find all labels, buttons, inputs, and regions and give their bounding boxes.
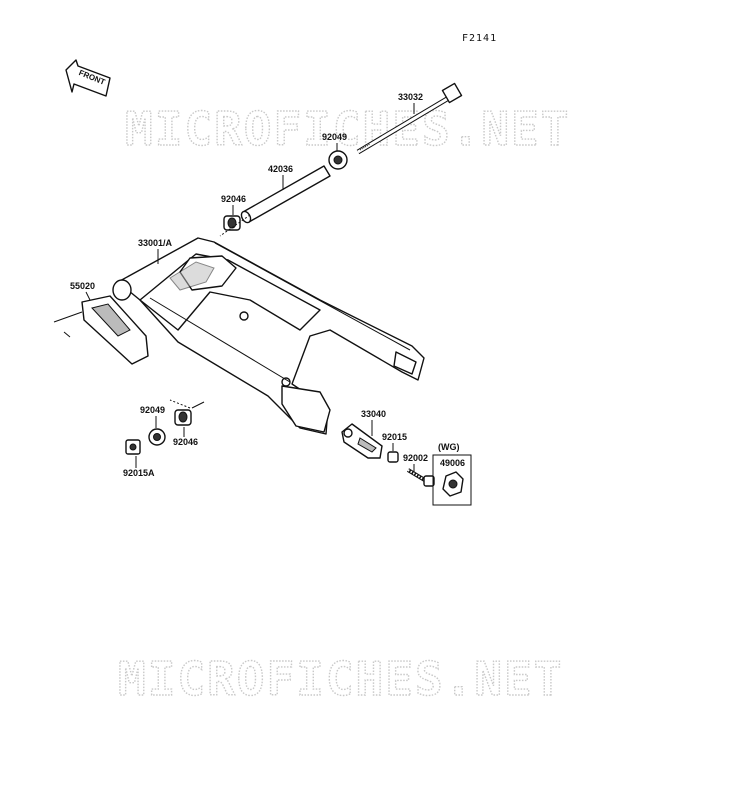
nut-92015A [125,439,141,455]
label-92046-bottom: 92046 [173,437,198,447]
label-33001A: 33001/A [138,238,173,248]
label-wg: (WG) [438,442,460,452]
front-arrow-icon: FRONT [65,59,111,97]
sleeve-42036 [240,165,331,224]
label-33032: 33032 [398,92,423,102]
label-92002: 92002 [403,453,428,463]
label-92046-top: 92046 [221,194,246,204]
label-92015: 92015 [382,432,407,442]
label-33040: 33040 [361,409,386,419]
chain-guard-55020 [53,295,149,365]
adjuster-33040 [341,423,383,459]
bearing-92046-bottom [174,401,205,426]
label-92049-top: 92049 [322,132,347,142]
watermark-bottom: MICROFICHES.NET [118,652,563,706]
seal-92049-bottom [148,428,166,446]
label-92015A: 92015A [123,468,155,478]
swing-arm-33001A [112,237,425,435]
label-42036: 42036 [268,164,293,174]
figure-code: F2141 [462,33,497,44]
watermark-top: MICROFICHES.NET [125,102,570,156]
wg-box [432,454,472,506]
label-55020: 55020 [70,281,95,291]
bolt-92002 [406,468,435,487]
label-92049-bottom: 92049 [140,405,165,415]
pivot-bolt [356,82,463,155]
label-49006: 49006 [440,458,465,468]
seal-92049-top [328,150,348,170]
nut-92015 [387,451,399,463]
bearing-92046-top [223,215,241,231]
